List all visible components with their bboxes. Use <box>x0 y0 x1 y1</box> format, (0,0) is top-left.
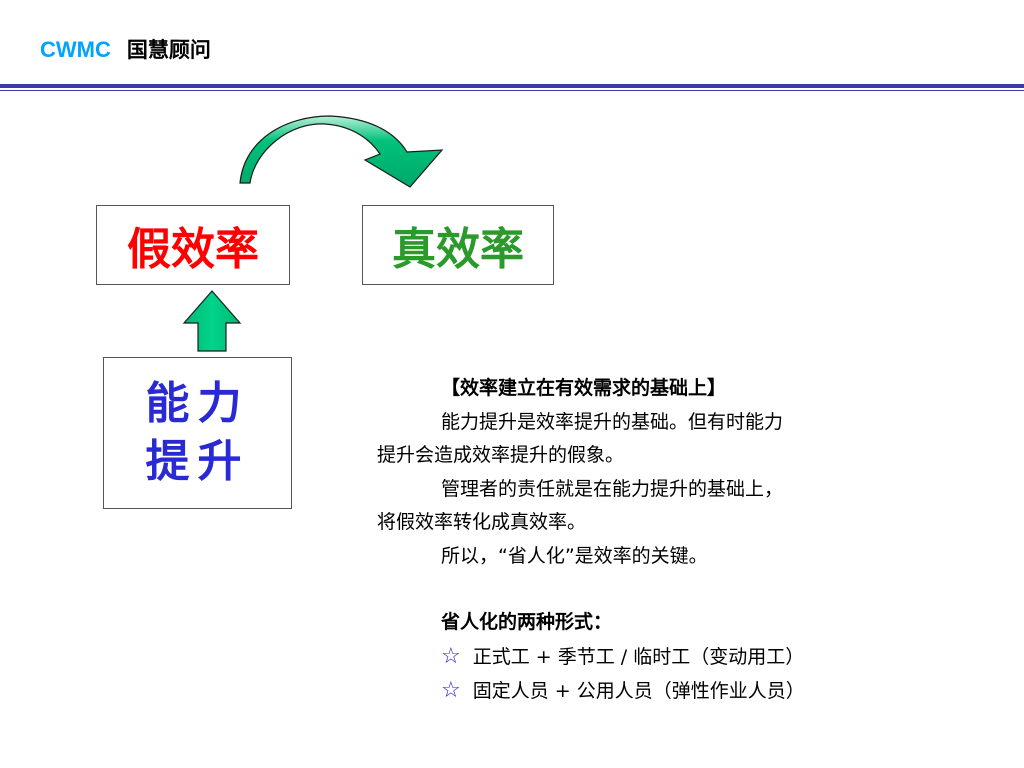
true-efficiency-box: 真效率 <box>362 205 554 285</box>
fake-efficiency-label: 假效率 <box>127 224 259 275</box>
paragraph-1-line-1: 能力提升是效率提升的基础。但有时能力 <box>441 410 784 433</box>
star-outline-icon: ☆ <box>441 643 461 669</box>
ability-label-line1: 能力 <box>145 378 250 429</box>
form-item-2: ☆ 固定人员 + 公用人员（弹性作业人员） <box>377 674 977 709</box>
header-divider-thin <box>0 90 1024 91</box>
form-item-1: ☆ 正式工 + 季节工 / 临时工（变动用工） <box>377 640 977 675</box>
paragraph-2-line-1: 管理者的责任就是在能力提升的基础上， <box>441 477 784 500</box>
form-item-1-text: 正式工 + 季节工 / 临时工（变动用工） <box>472 645 805 668</box>
brand-chinese-name: 国慧顾问 <box>126 38 211 62</box>
curved-arrow-right-icon <box>239 115 444 188</box>
paragraph-3: 所以，“省人化”是效率的关键。 <box>441 544 708 567</box>
form-item-2-text: 固定人员 + 公用人员（弹性作业人员） <box>472 680 805 702</box>
true-efficiency-label: 真效率 <box>392 224 524 275</box>
explanation-text: 【效率建立在有效需求的基础上】 能力提升是效率提升的基础。但有时能力 提升会造成… <box>377 372 977 709</box>
star-outline-icon: ☆ <box>441 678 461 703</box>
ability-improvement-box: 能力 提升 <box>103 357 292 509</box>
header-divider-thick <box>0 84 1024 88</box>
up-arrow-icon <box>182 290 242 352</box>
forms-title: 省人化的两种形式： <box>441 611 613 633</box>
section-title: 【效率建立在有效需求的基础上】 <box>441 377 727 399</box>
paragraph-2-line-2: 将假效率转化成真效率。 <box>377 511 587 533</box>
header: CWMC 国慧顾问 <box>40 34 211 66</box>
paragraph-1-line-2: 提升会造成效率提升的假象。 <box>377 444 625 466</box>
fake-efficiency-box: 假效率 <box>96 205 290 285</box>
ability-label-line2: 提升 <box>145 436 250 487</box>
brand-logo-text: CWMC <box>40 37 111 62</box>
spacer <box>377 573 977 606</box>
